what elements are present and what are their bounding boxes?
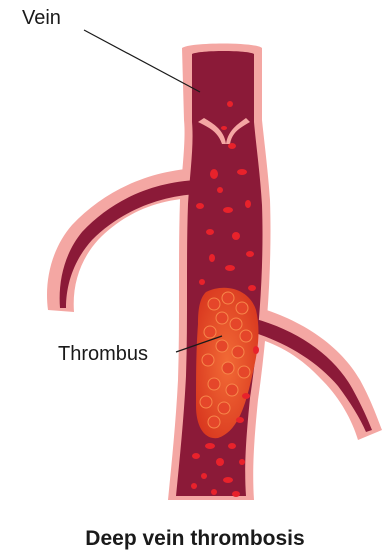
diagram-caption: Deep vein thrombosis — [0, 528, 390, 549]
vein-label: Vein — [22, 8, 61, 28]
thrombus-label: Thrombus — [58, 344, 148, 364]
